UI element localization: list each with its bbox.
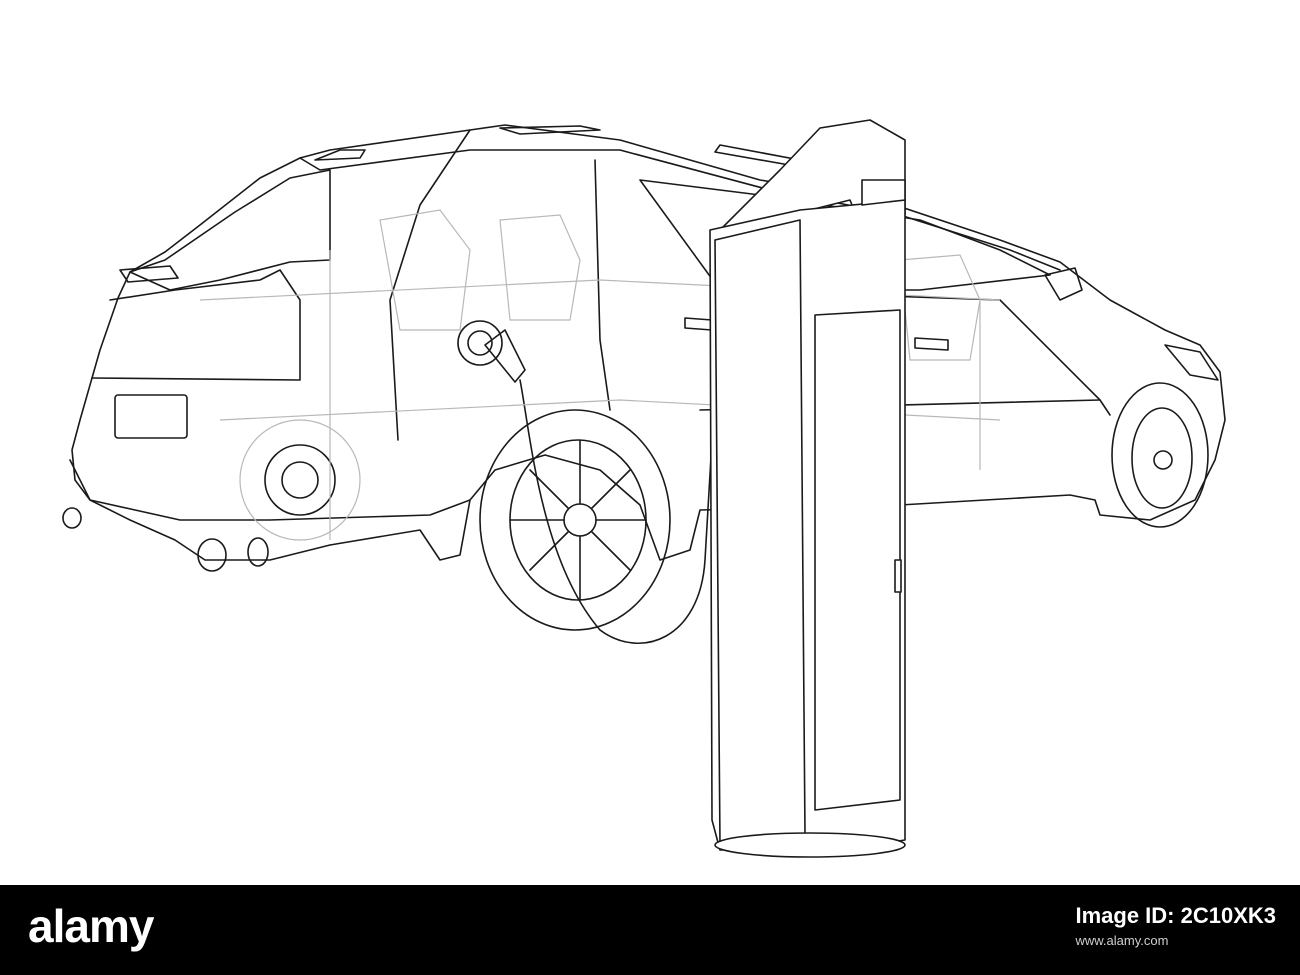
spare-wheel-ghost <box>239 419 361 541</box>
door-handle-rear <box>684 317 713 331</box>
side-mirror <box>1044 267 1083 301</box>
car-body-outline <box>71 124 1226 561</box>
front-wheel-hub <box>1153 450 1173 470</box>
image-meta: Image ID: 2C10XK3 www.alamy.com <box>1075 901 1276 948</box>
middle-wheel-tyre <box>479 409 671 631</box>
license-plate <box>114 394 188 439</box>
door-handle-front <box>914 337 949 351</box>
charger-head-joint <box>861 179 906 206</box>
exhaust-left <box>62 507 82 529</box>
charging-cable <box>519 379 713 645</box>
charging-plug <box>484 329 526 383</box>
roof-rail <box>314 125 801 167</box>
charger-side-panel <box>814 309 901 811</box>
exhaust-right <box>247 537 269 567</box>
seat-outline-front <box>899 254 981 361</box>
ev-charging-wireframe-illustration <box>62 119 1226 858</box>
roof-line <box>299 149 1061 271</box>
front-wheel-tyre <box>1111 382 1209 528</box>
rear-bumper <box>69 459 471 521</box>
seat-outline-rear <box>379 209 471 331</box>
rear-wheel-hub <box>281 461 319 499</box>
image-id: Image ID: 2C10XK3 <box>1075 903 1276 928</box>
rear-window <box>129 169 331 291</box>
rear-hatch <box>91 269 301 381</box>
rear-wheel <box>264 444 336 516</box>
alamy-logo: alamy <box>28 900 154 952</box>
car-and-charger-drawing <box>62 119 1226 858</box>
headlight <box>1164 344 1219 381</box>
seat-outline-mid <box>499 214 581 321</box>
exhaust-center <box>197 538 227 572</box>
stock-photo-footer: alamy Image ID: 2C10XK3 www.alamy.com <box>0 885 1300 975</box>
charge-port-inner <box>467 330 493 356</box>
image-url[interactable]: www.alamy.com <box>1075 933 1169 948</box>
charger-base <box>714 832 906 858</box>
rear-light <box>119 265 179 283</box>
charger-front-face <box>714 219 806 846</box>
middle-wheel-hub <box>563 503 597 537</box>
charger-connector-detail <box>894 559 902 593</box>
c-pillar <box>594 159 611 411</box>
charge-port <box>457 320 503 366</box>
middle-wheel-spokes <box>509 439 647 601</box>
front-wheel-rim <box>1131 407 1193 509</box>
interior-frame <box>199 250 1001 540</box>
b-pillar <box>389 129 471 441</box>
